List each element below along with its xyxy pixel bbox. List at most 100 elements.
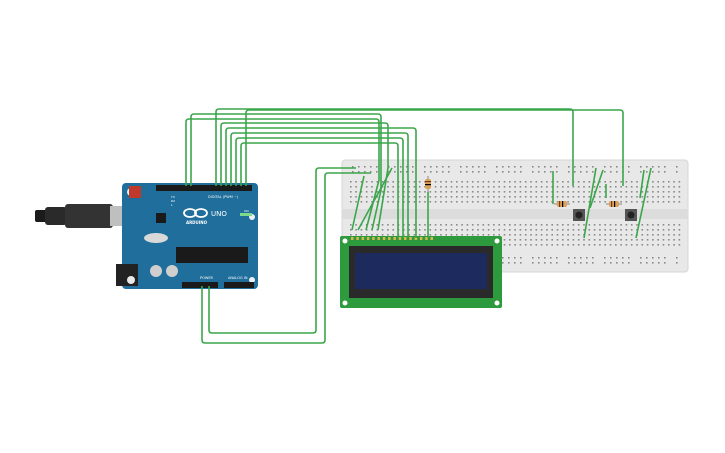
breadboard-hole [577,244,580,246]
breadboard-hole [509,239,511,241]
breadboard-hole [400,171,402,173]
breadboard-hole [493,234,495,236]
lcd-pin [377,237,380,240]
breadboard-hole [673,181,675,183]
breadboard-hole [418,191,421,193]
breadboard-hole [586,257,588,259]
crystal [144,233,168,243]
breadboard-hole [456,201,458,203]
breadboard-hole [657,191,659,193]
breadboard-hole [544,257,546,259]
breadboard-hole [524,244,527,246]
breadboard-hole [652,234,654,236]
breadboard-hole [471,224,474,226]
breadboard-hole [657,234,659,236]
breadboard-hole [668,196,670,198]
breadboard-hole [668,244,670,246]
wire-5v [201,172,371,344]
lcd-pin [366,237,370,240]
breadboard-hole [577,224,580,226]
breadboard-hole [599,201,601,203]
breadboard-hole [641,196,644,198]
breadboard-hole [678,181,681,183]
breadboard-hole [630,239,633,241]
breadboard-hole [496,171,498,173]
lcd-pin [351,237,354,240]
breadboard-hole [620,196,622,198]
breadboard-hole [524,224,527,226]
breadboard-hole [535,234,538,236]
breadboard-hole [604,244,606,246]
push-button-2 [625,209,637,221]
breadboard-hole [620,239,622,241]
breadboard-hole [646,191,649,193]
breadboard-hole [678,196,681,198]
breadboard-hole [509,224,511,226]
wire-d8 [230,132,409,238]
breadboard-hole [412,171,414,173]
breadboard-hole [556,257,558,259]
breadboard-hole [371,201,373,203]
breadboard-hole [430,171,432,173]
breadboard-hole [668,181,670,183]
breadboard-hole [392,196,394,198]
breadboard-hole [387,234,389,236]
breadboard-hole [640,166,642,168]
capacitor-1 [150,265,162,277]
breadboard-hole [406,166,408,168]
breadboard-hole [364,171,366,173]
breadboard-hole [577,191,580,193]
breadboard-hole [355,234,357,236]
breadboard-hole [429,224,432,226]
breadboard-hole [646,201,649,203]
breadboard-hole [456,229,458,231]
breadboard-hole [408,186,410,188]
breadboard-hole [532,171,534,173]
lcd-pin [404,237,407,240]
breadboard-hole [625,224,628,226]
breadboard-hole [540,224,543,226]
arduino-uno-board: UNO ARDUINO DIGITAL (PWM ~) POWER ANALOG… [116,183,258,289]
breadboard-hole [628,262,630,264]
breadboard-hole [551,229,553,231]
breadboard-hole [562,196,564,198]
breadboard-hole [544,262,546,264]
breadboard-hole [610,257,612,259]
breadboard-hole [466,186,469,188]
breadboard-hole [535,201,538,203]
breadboard-hole [530,201,532,203]
wire-btn1-b [583,167,597,239]
breadboard-hole [424,224,426,226]
atmega-chip [176,247,248,263]
breadboard-hole [376,171,378,173]
breadboard-hole [678,239,681,241]
breadboard-hole [514,201,516,203]
breadboard-hole [466,166,468,168]
breadboard-hole [646,257,648,259]
breadboard-hole [477,181,479,183]
breadboard-hole [514,224,516,226]
breadboard-hole [535,229,538,231]
breadboard-hole [580,166,582,168]
breadboard-hole [502,257,504,259]
breadboard-hole [568,171,570,173]
breadboard-hole [532,262,534,264]
breadboard-hole [413,201,416,203]
lcd-pin [372,237,375,240]
breadboard-hole [540,229,543,231]
breadboard-hole [609,196,612,198]
breadboard-hole [514,244,516,246]
breadboard-hole [482,224,485,226]
breadboard-hole [625,244,628,246]
breadboard-hole [583,181,585,183]
power-header [182,282,218,288]
breadboard-hole [429,229,432,231]
breadboard-hole [493,181,495,183]
breadboard-hole [544,166,546,168]
breadboard-hole [574,166,576,168]
breadboard-hole [477,196,479,198]
breadboard-hole [574,257,576,259]
breadboard-hole [418,181,421,183]
breadboard-hole [477,224,479,226]
breadboard-hole [625,181,628,183]
